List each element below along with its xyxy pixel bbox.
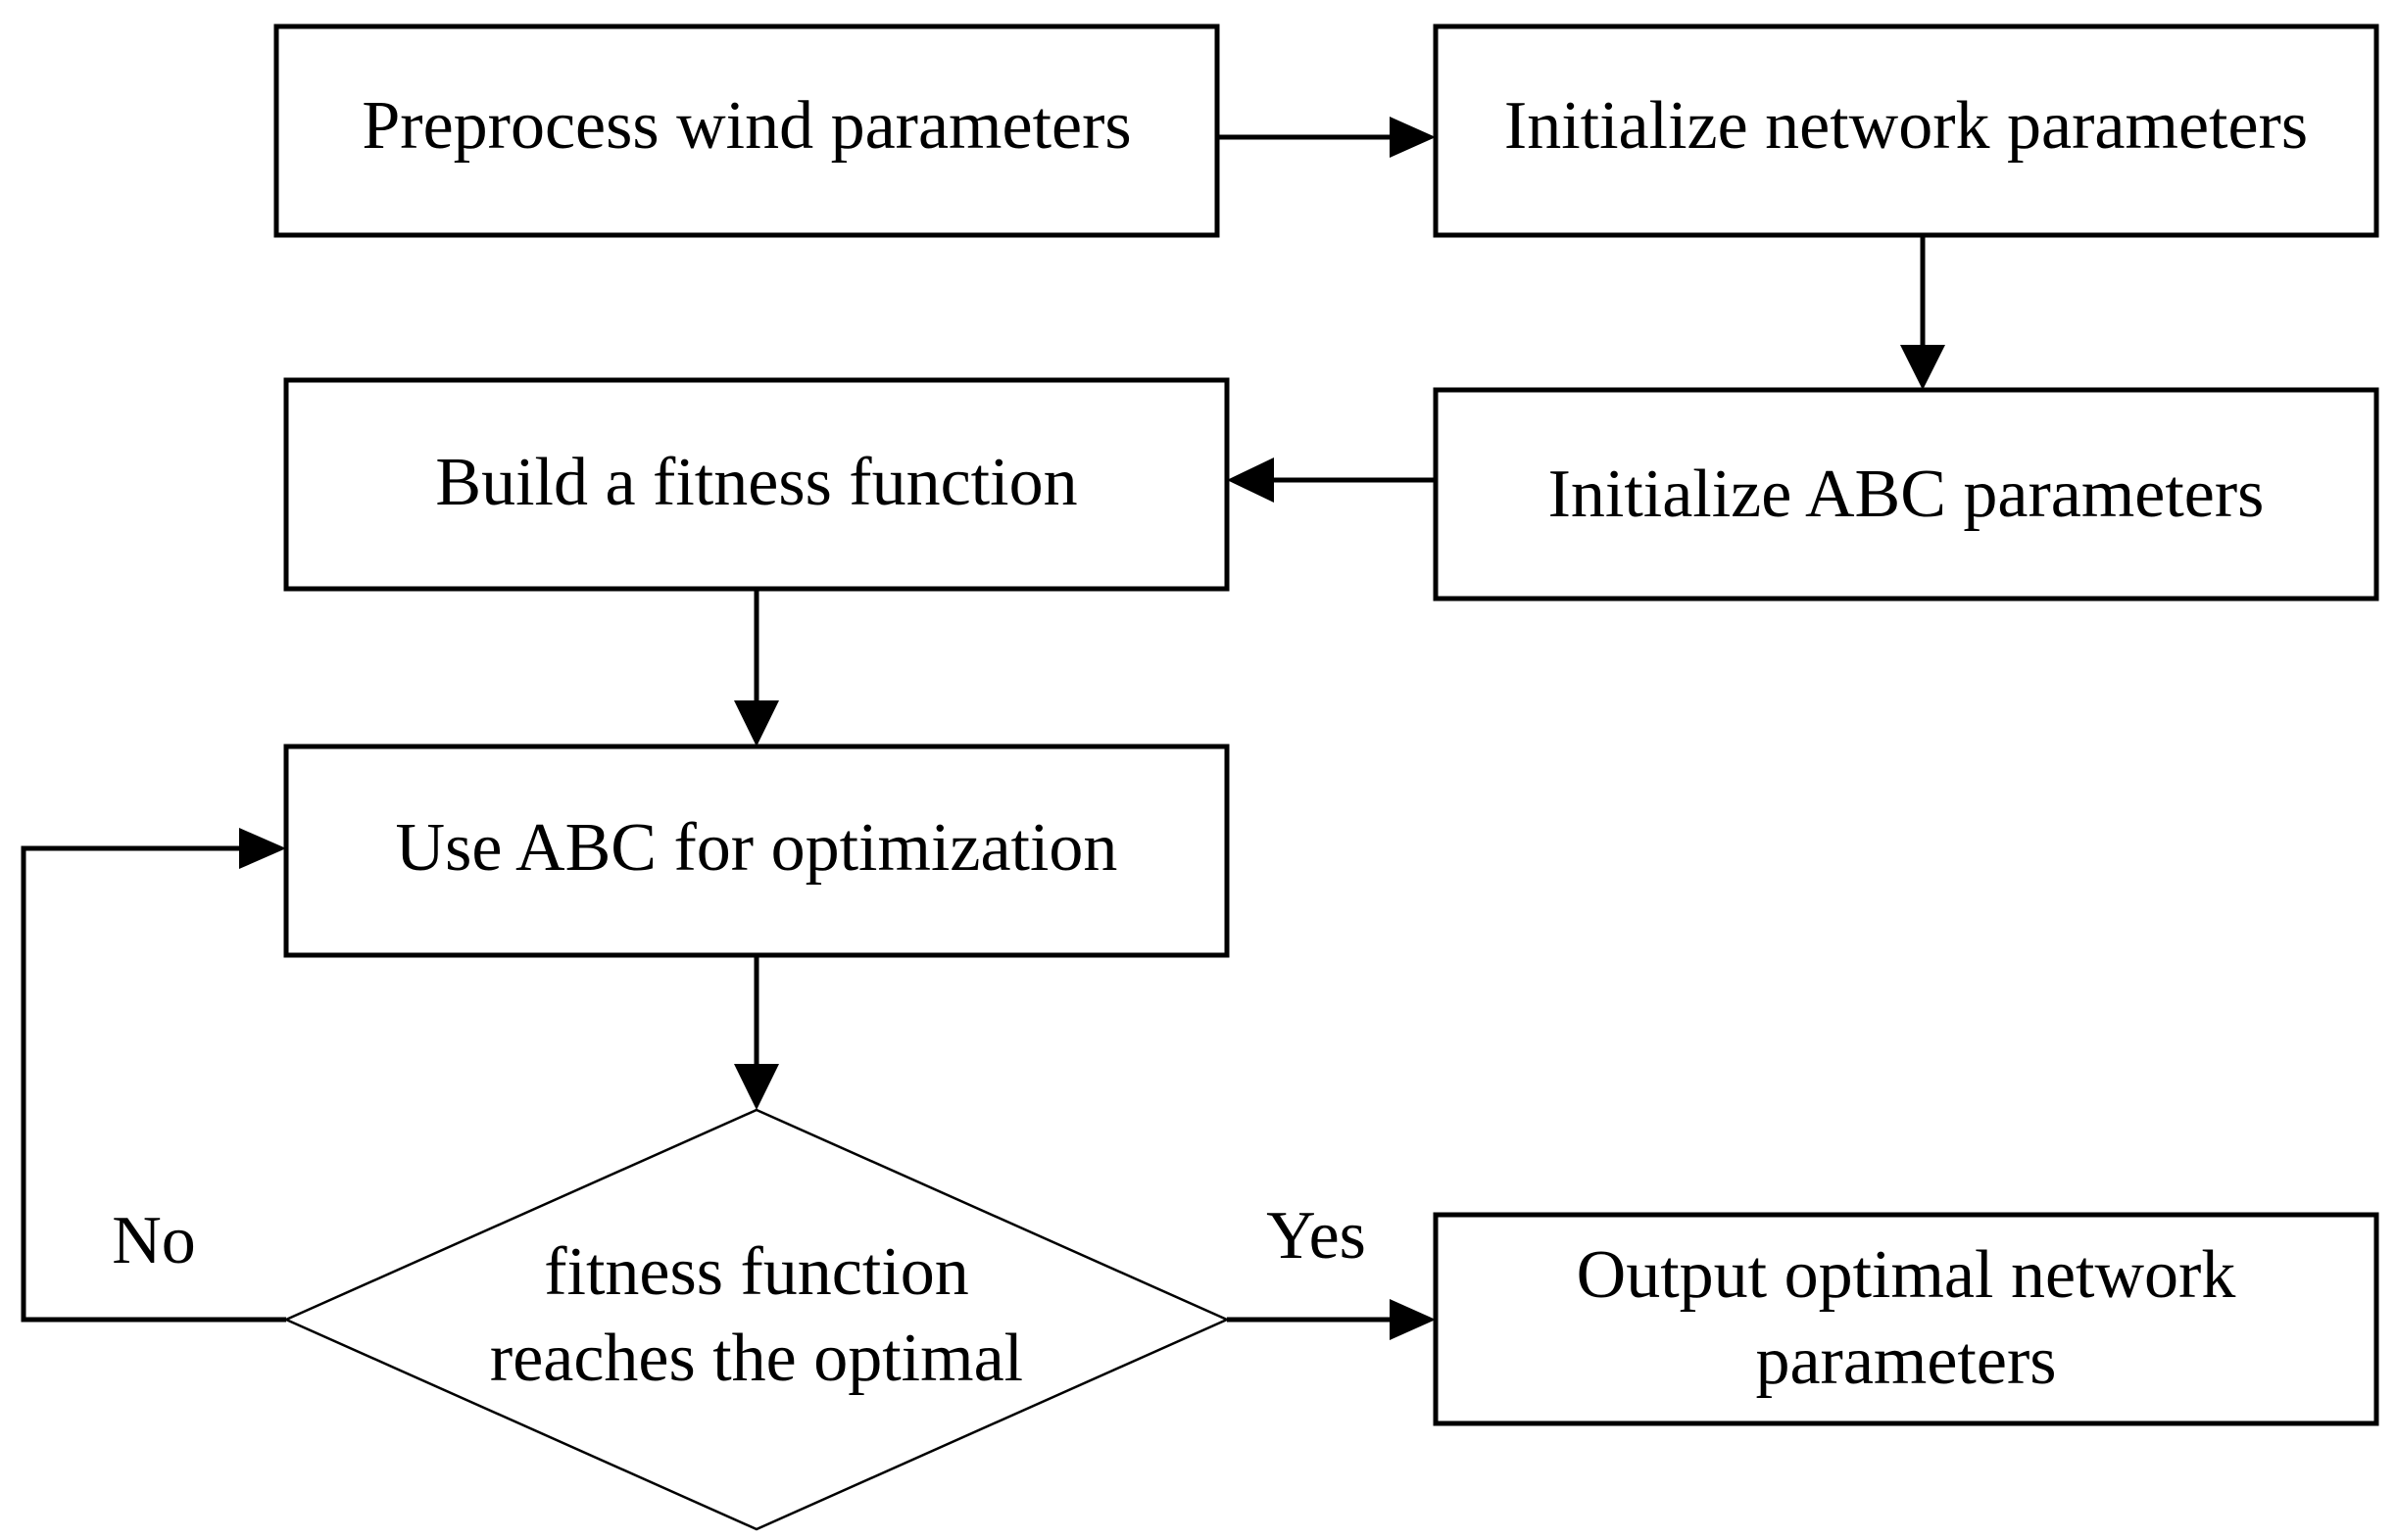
arrow-decision-to-output xyxy=(1227,1299,1436,1340)
init-abc-step: Initialize ABC parameters xyxy=(1433,387,2379,602)
arrow-decision-loop-back xyxy=(21,828,286,1323)
init-network-step: Initialize network parameters xyxy=(1433,24,2379,238)
use-abc-step: Use ABC for optimization xyxy=(283,744,1230,958)
arrow-use-abc-to-decision xyxy=(734,955,779,1110)
arrow-init-abc-to-build-fitness xyxy=(1227,457,1436,503)
arrow-build-fitness-to-use-abc xyxy=(734,589,779,746)
preprocess-step: Preprocess wind parameters xyxy=(273,24,1220,238)
arrow-init-network-to-init-abc xyxy=(1900,235,1945,390)
no-edge-label: No xyxy=(112,1203,196,1278)
decision-label-line2: reaches the optimal xyxy=(490,1321,1023,1396)
output-label-line2: parameters xyxy=(1755,1323,2056,1399)
decision-node: fitness function reaches the optimal xyxy=(282,1108,1231,1531)
use-abc-step-label: Use ABC for optimization xyxy=(396,810,1118,886)
yes-edge-label: Yes xyxy=(1266,1198,1366,1274)
build-fitness-step: Build a fitness function xyxy=(283,377,1230,592)
init-network-step-label: Initialize network parameters xyxy=(1504,88,2308,164)
preprocess-step-label: Preprocess wind parameters xyxy=(362,88,1131,164)
decision-label-line1: fitness function xyxy=(544,1234,969,1310)
init-abc-step-label: Initialize ABC parameters xyxy=(1548,457,2265,532)
build-fitness-step-label: Build a fitness function xyxy=(435,445,1077,520)
arrow-preprocess-to-init-network xyxy=(1217,117,1436,158)
output-step: Output optimal network parameters xyxy=(1433,1212,2379,1426)
output-label-line1: Output optimal network xyxy=(1577,1237,2236,1313)
